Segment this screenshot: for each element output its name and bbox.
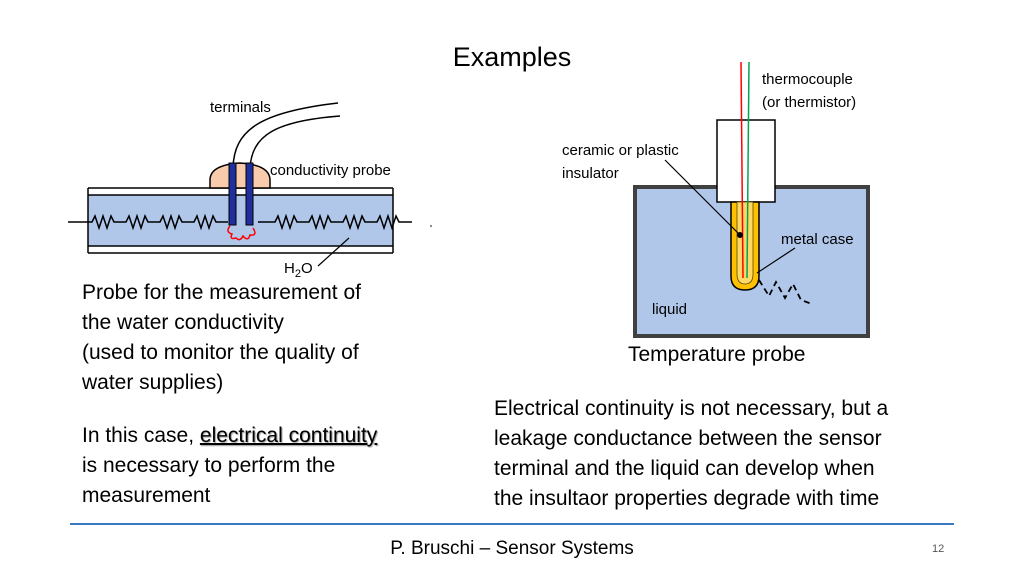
conductivity-description: Probe for the measurement of the water c…: [82, 278, 462, 398]
leakage-explanation: Electrical continuity is not necessary, …: [494, 394, 994, 514]
label-h2o: H2O: [284, 260, 313, 280]
label-conductivity-probe: conductivity probe: [270, 162, 391, 179]
temperature-probe-diagram: [633, 61, 870, 338]
slide-title: Examples: [452, 42, 572, 72]
description-line: the water conductivity: [82, 311, 284, 334]
label-liquid: liquid: [652, 301, 688, 318]
electrode-right: [245, 162, 254, 226]
electrode-left: [228, 162, 237, 226]
label-ceramic-plastic: ceramic or plastic: [562, 142, 679, 159]
label-h2o-h: H: [284, 260, 295, 277]
description-line: water supplies): [82, 371, 224, 394]
label-h2o-o: O: [300, 260, 313, 277]
current-path: [227, 225, 256, 241]
note-line: is necessary to perform the: [82, 454, 336, 477]
label-insulator: insulator: [562, 165, 619, 182]
terminal-wire-right: [249, 115, 341, 169]
page-number: 12: [932, 543, 945, 555]
note-line: measurement: [82, 484, 211, 507]
footer-rule: [70, 523, 954, 525]
explanation-line: leakage conductance between the sensor: [494, 427, 882, 450]
footer-author: P. Bruschi – Sensor Systems: [390, 538, 634, 559]
description-line: Probe for the measurement of: [82, 281, 361, 304]
label-metal-case: metal case: [781, 231, 854, 248]
h2o-leader: [317, 237, 350, 267]
label-thermistor: (or thermistor): [762, 94, 857, 111]
label-terminals: terminals: [210, 99, 271, 116]
metal-case-leader: [756, 247, 796, 274]
leakage-path: [758, 279, 813, 305]
description-line: (used to monitor the quality of: [82, 341, 359, 364]
note-prefix: In this case,: [82, 424, 200, 447]
insulator-body: [716, 119, 776, 203]
explanation-line: Electrical continuity is not necessary, …: [494, 397, 889, 420]
water-resistance-right: [258, 213, 412, 231]
explanation-line: terminal and the liquid can develop when: [494, 457, 875, 480]
conductivity-probe-diagram: [68, 102, 432, 267]
thermo-wire-red: [740, 61, 744, 279]
continuity-note: In this case, electrical continuity is n…: [82, 421, 472, 511]
explanation-line: the insultaor properties degrade with ti…: [494, 487, 880, 510]
electrical-continuity-highlight: electrical continuity: [199, 424, 378, 447]
insulator-leader-dot: [737, 232, 743, 238]
insulator-leader: [664, 159, 741, 236]
label-thermocouple: thermocouple: [762, 71, 853, 88]
water-resistance-left: [68, 213, 228, 231]
label-h2o-sub: 2: [294, 268, 301, 280]
thermo-wire-green: [746, 61, 750, 279]
sheath-inner: [736, 201, 754, 285]
stray-dot: [430, 225, 432, 227]
probe-body: [209, 162, 271, 189]
terminal-wire-left: [232, 102, 339, 169]
temperature-probe-caption: Temperature probe: [628, 343, 806, 366]
